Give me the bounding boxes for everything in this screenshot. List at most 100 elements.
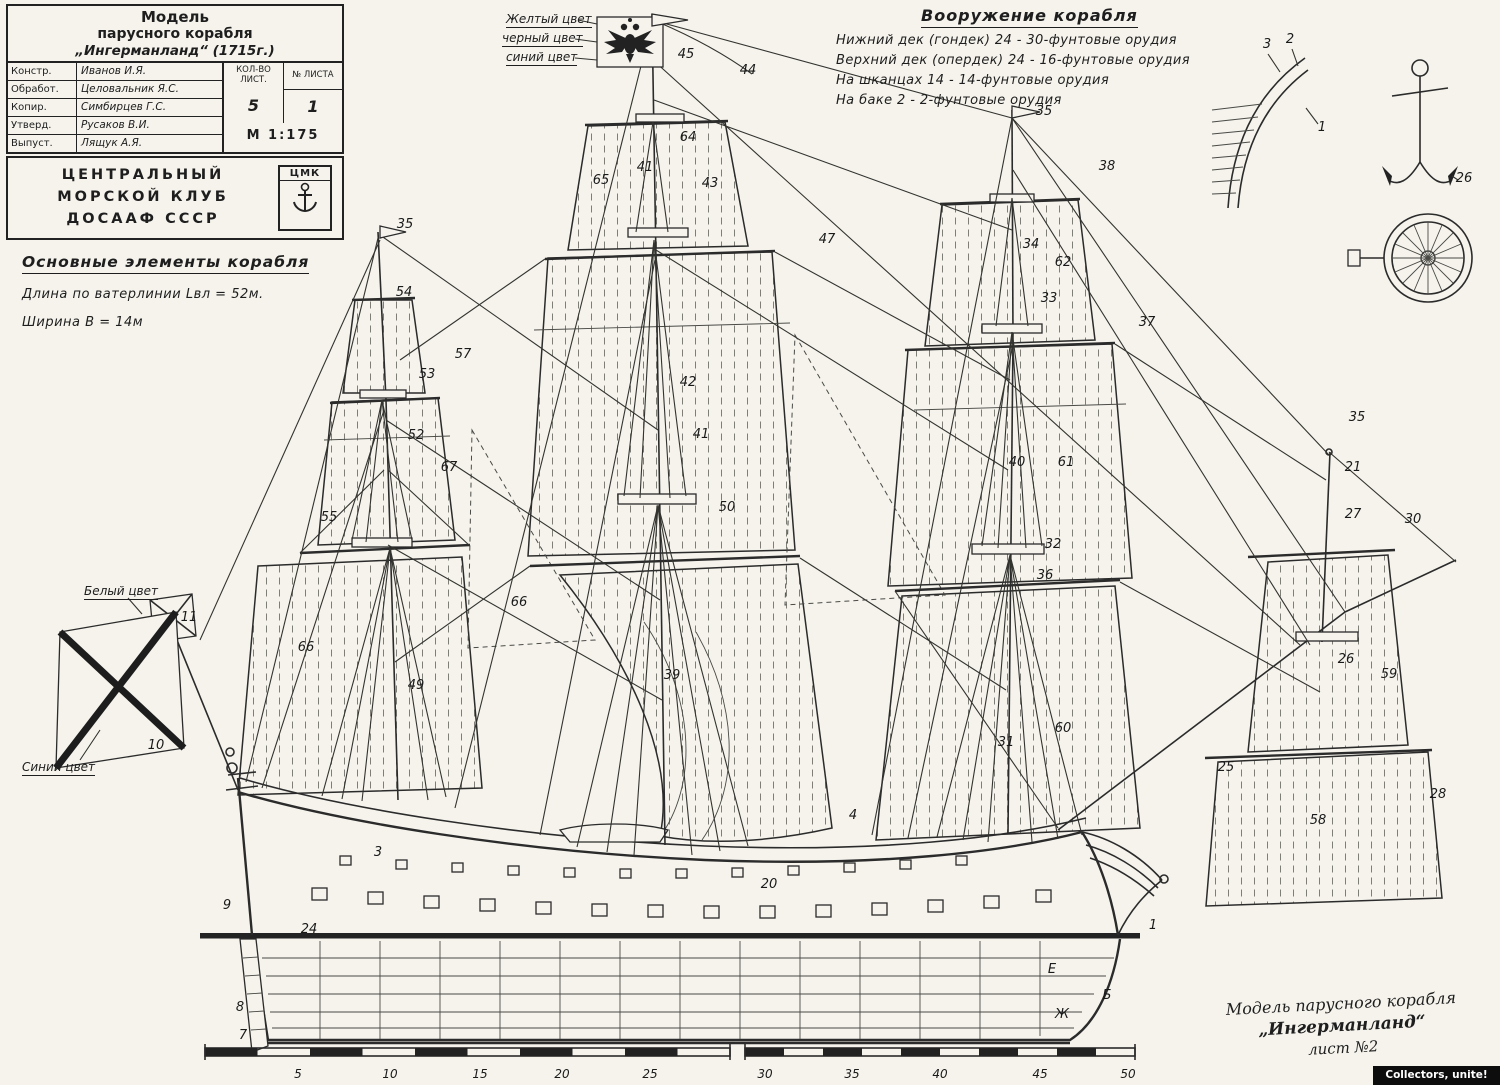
callout-number: 53 [419,367,436,382]
watermark-badge: Collectors, unite! [1373,1066,1500,1085]
flag-color-label-blue-2: Синий цвет [22,760,96,776]
callout-number: 47 [819,232,836,247]
club-name: ЦЕНТРАЛЬНЫЙ МОРСКОЙ КЛУБ ДОСААФ СССР [8,165,278,230]
callout-number: 28 [1430,787,1447,802]
beam-width: Ширина В = 14м [22,315,144,330]
callout-number: 62 [1055,255,1072,270]
ruler-tick-label: 10 [382,1067,398,1081]
ships-boat [558,823,670,843]
callout-number: 2 [1286,32,1294,47]
callout-number: 24 [301,922,318,937]
imperial-flag [596,16,664,68]
ruler-tick-label: 20 [554,1067,570,1081]
callout-number: 8 [236,1000,244,1015]
sheet-number-value: 1 [283,88,342,123]
callout-number: 55 [321,510,338,525]
callout-number: 35 [1036,104,1053,119]
flag-color-label-blue: синий цвет [506,50,578,66]
title-line-1: Модель [141,8,209,26]
armament-line: Нижний дек (гондек) 24 - 30-фунтовые ору… [836,33,1177,48]
sheets-count-header: КОЛ-ВО ЛИСТ. [236,65,271,85]
ruler-tick-label: 5 [294,1067,302,1081]
callout-number: 41 [693,427,710,442]
callout-number: 32 [1045,537,1062,552]
detail-drawings [1211,48,1473,303]
row-role: Выпуст. [8,134,77,152]
club-emblem: ЦМК [278,165,332,231]
row-role: Констр. [8,62,77,80]
callout-number: 61 [1058,455,1075,470]
callout-number: 64 [680,130,697,145]
armament-heading: Вооружение корабля [921,6,1138,28]
row-name: Русаков В.И. [81,119,150,132]
callout-number: 25 [1218,760,1235,775]
armament-line: Верхний дек (опердек) 24 - 16-фунтовые о… [836,53,1190,68]
callout-number: 11 [181,610,198,625]
callout-number: 1 [1318,120,1326,135]
callout-number: 9 [223,898,231,913]
callout-number: 59 [1381,667,1398,682]
callout-number: 3 [1263,37,1271,52]
title-row: Утверд. Русаков В.И. [8,115,222,134]
callout-number: 42 [680,375,697,390]
row-name: Лящук А.Я. [81,137,143,150]
club-line-1: ЦЕНТРАЛЬНЫЙ [61,167,225,184]
flag-color-label-yellow: Желтый цвет [506,12,592,28]
title-block-columns: КОЛ-ВО ЛИСТ. № ЛИСТА 5 1 М 1:175 [222,62,342,152]
callout-number: 20 [761,877,778,892]
callout-number: 31 [998,735,1015,750]
ruler-tick-label: 30 [757,1067,773,1081]
bow-fragment-detail [1211,48,1319,209]
anchor-detail [1382,59,1459,186]
callout-number: 37 [1139,315,1156,330]
sheets-count-value: 5 [247,96,260,116]
callout-number: 45 [678,47,695,62]
callout-number: 57 [455,347,472,362]
callout-number: 35 [1349,410,1366,425]
title-row: Копир. Симбирцев Г.С. [8,97,222,116]
ruler-tick-label: 35 [844,1067,859,1081]
callout-number: 35 [397,217,414,232]
callout-number: 26 [1338,652,1355,667]
waterline-length: Длина по ватерлинии Lвл = 52м. [22,287,264,302]
waterline [200,933,1140,939]
callout-number: 1 [1149,918,1157,933]
callout-number: 43 [702,176,719,191]
callout-number: 30 [1405,512,1422,527]
row-role: Обработ. [8,80,77,98]
ruler-tick-label: 40 [932,1067,948,1081]
title-row: Констр. Иванов И.Я. [8,62,222,80]
callout-number: 39 [664,668,681,683]
callout-numbers: 4544646541434735383462333735545753526742… [148,32,1473,1043]
callout-number: 50 [719,500,736,515]
rigging [199,19,1457,856]
anchor-icon [293,182,317,212]
callout-number: 66 [298,640,315,655]
title-line-2: парусного корабля [97,26,253,42]
club-emblem-label: ЦМК [280,167,330,181]
row-name: Симбирцев Г.С. [81,101,167,114]
row-name: Целовальник Я.С. [81,83,179,96]
rudder [239,938,269,1053]
callout-number: 65 [593,173,610,188]
callout-number: 26 [1456,171,1473,186]
flag-color-label-black: черный цвет [502,31,583,47]
club-box: ЦЕНТРАЛЬНЫЙ МОРСКОЙ КЛУБ ДОСААФ СССР ЦМК [6,156,344,240]
callout-number: 49 [408,678,425,693]
callout-number: 38 [1099,159,1116,174]
callout-number: 52 [408,428,425,443]
callout-number: 3 [374,845,382,860]
underwater-hull [239,938,1122,1053]
callout-number: 40 [1009,455,1026,470]
armament-section: Вооружение корабля Нижний дек (гондек) 2… [836,6,1266,108]
ruler-tick-label: 25 [642,1067,657,1081]
callout-number: 66 [511,595,528,610]
wheel-detail [1347,213,1473,303]
callout-number: Е [1048,962,1057,977]
sheet-number-header: № ЛИСТА [283,62,342,89]
callout-number: 41 [637,160,654,175]
